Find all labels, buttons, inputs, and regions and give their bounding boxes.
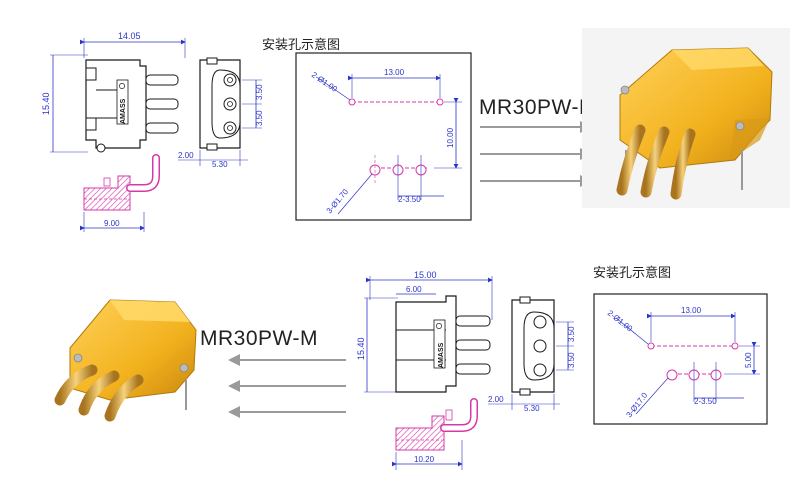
top-pin-section-view: 9.00 (80, 154, 160, 232)
bottom-pin-section-view: 10.20 (392, 398, 478, 470)
bottom-connector-side-view: 15.00 6.00 15.40 AMASS (356, 270, 493, 393)
bottom-pin-length-dim: 10.20 (414, 455, 435, 464)
top-hole-vertical: 10.00 (446, 127, 455, 148)
top-hole-frame (295, 52, 472, 221)
top-logo: AMASS (120, 98, 127, 124)
top-pin-length-dim: 9.00 (104, 219, 120, 228)
bottom-arrows (228, 354, 346, 418)
top-install-hole-diagram: 13.00 2-Ø1.00 10.00 2-3.50 3-Ø1.70 (295, 52, 472, 221)
top-arrows (480, 121, 592, 187)
bottom-height-dim: 15.40 (356, 337, 366, 360)
bottom-depth-dim: 5.30 (524, 404, 540, 413)
bottom-pitch-1: 3.50 (567, 326, 576, 342)
bottom-hole-span: 13.00 (681, 306, 702, 315)
top-pitch-2: 3.50 (255, 110, 264, 126)
bottom-logo: AMASS (438, 342, 445, 368)
top-pitch-1: 3.50 (255, 84, 264, 100)
bottom-hole-pitch: 2-3.50 (694, 397, 717, 406)
model-label-female: MR30PW-F (479, 96, 593, 119)
bottom-hole-vertical: 5.00 (744, 352, 753, 368)
bottom-pitch-2: 3.50 (567, 352, 576, 368)
top-offset-dim: 2.00 (178, 151, 194, 160)
female-connector-photo (582, 28, 790, 208)
bottom-offset-dim: 2.00 (488, 395, 504, 404)
top-depth-dim: 5.30 (212, 160, 228, 169)
top-hole-span: 13.00 (384, 68, 405, 77)
bottom-inner-dim: 6.00 (406, 285, 422, 294)
bottom-connector-front-view: 3.50 3.50 2.00 5.30 (488, 296, 576, 413)
top-height-dim: 15.40 (41, 92, 51, 115)
top-width-dim: 14.05 (118, 31, 141, 41)
bottom-width-dim: 15.00 (414, 270, 437, 280)
install-hole-caption-bottom: 安装孔示意图 (593, 266, 672, 281)
model-label-male: MR30PW-M (200, 327, 318, 350)
top-hole-pitch: 2-3.50 (398, 195, 421, 204)
male-connector-photo (54, 299, 197, 422)
bottom-install-hole-diagram: 13.00 2-Ø1.00 5.00 2-3.50 3-Ø17.0 (593, 293, 768, 425)
top-connector-front-view: 3.50 3.50 2.00 5.30 (178, 57, 264, 169)
top-connector-side-view: 14.05 15.40 AMASS (41, 31, 186, 153)
install-hole-caption-top: 安装孔示意图 (262, 38, 341, 53)
